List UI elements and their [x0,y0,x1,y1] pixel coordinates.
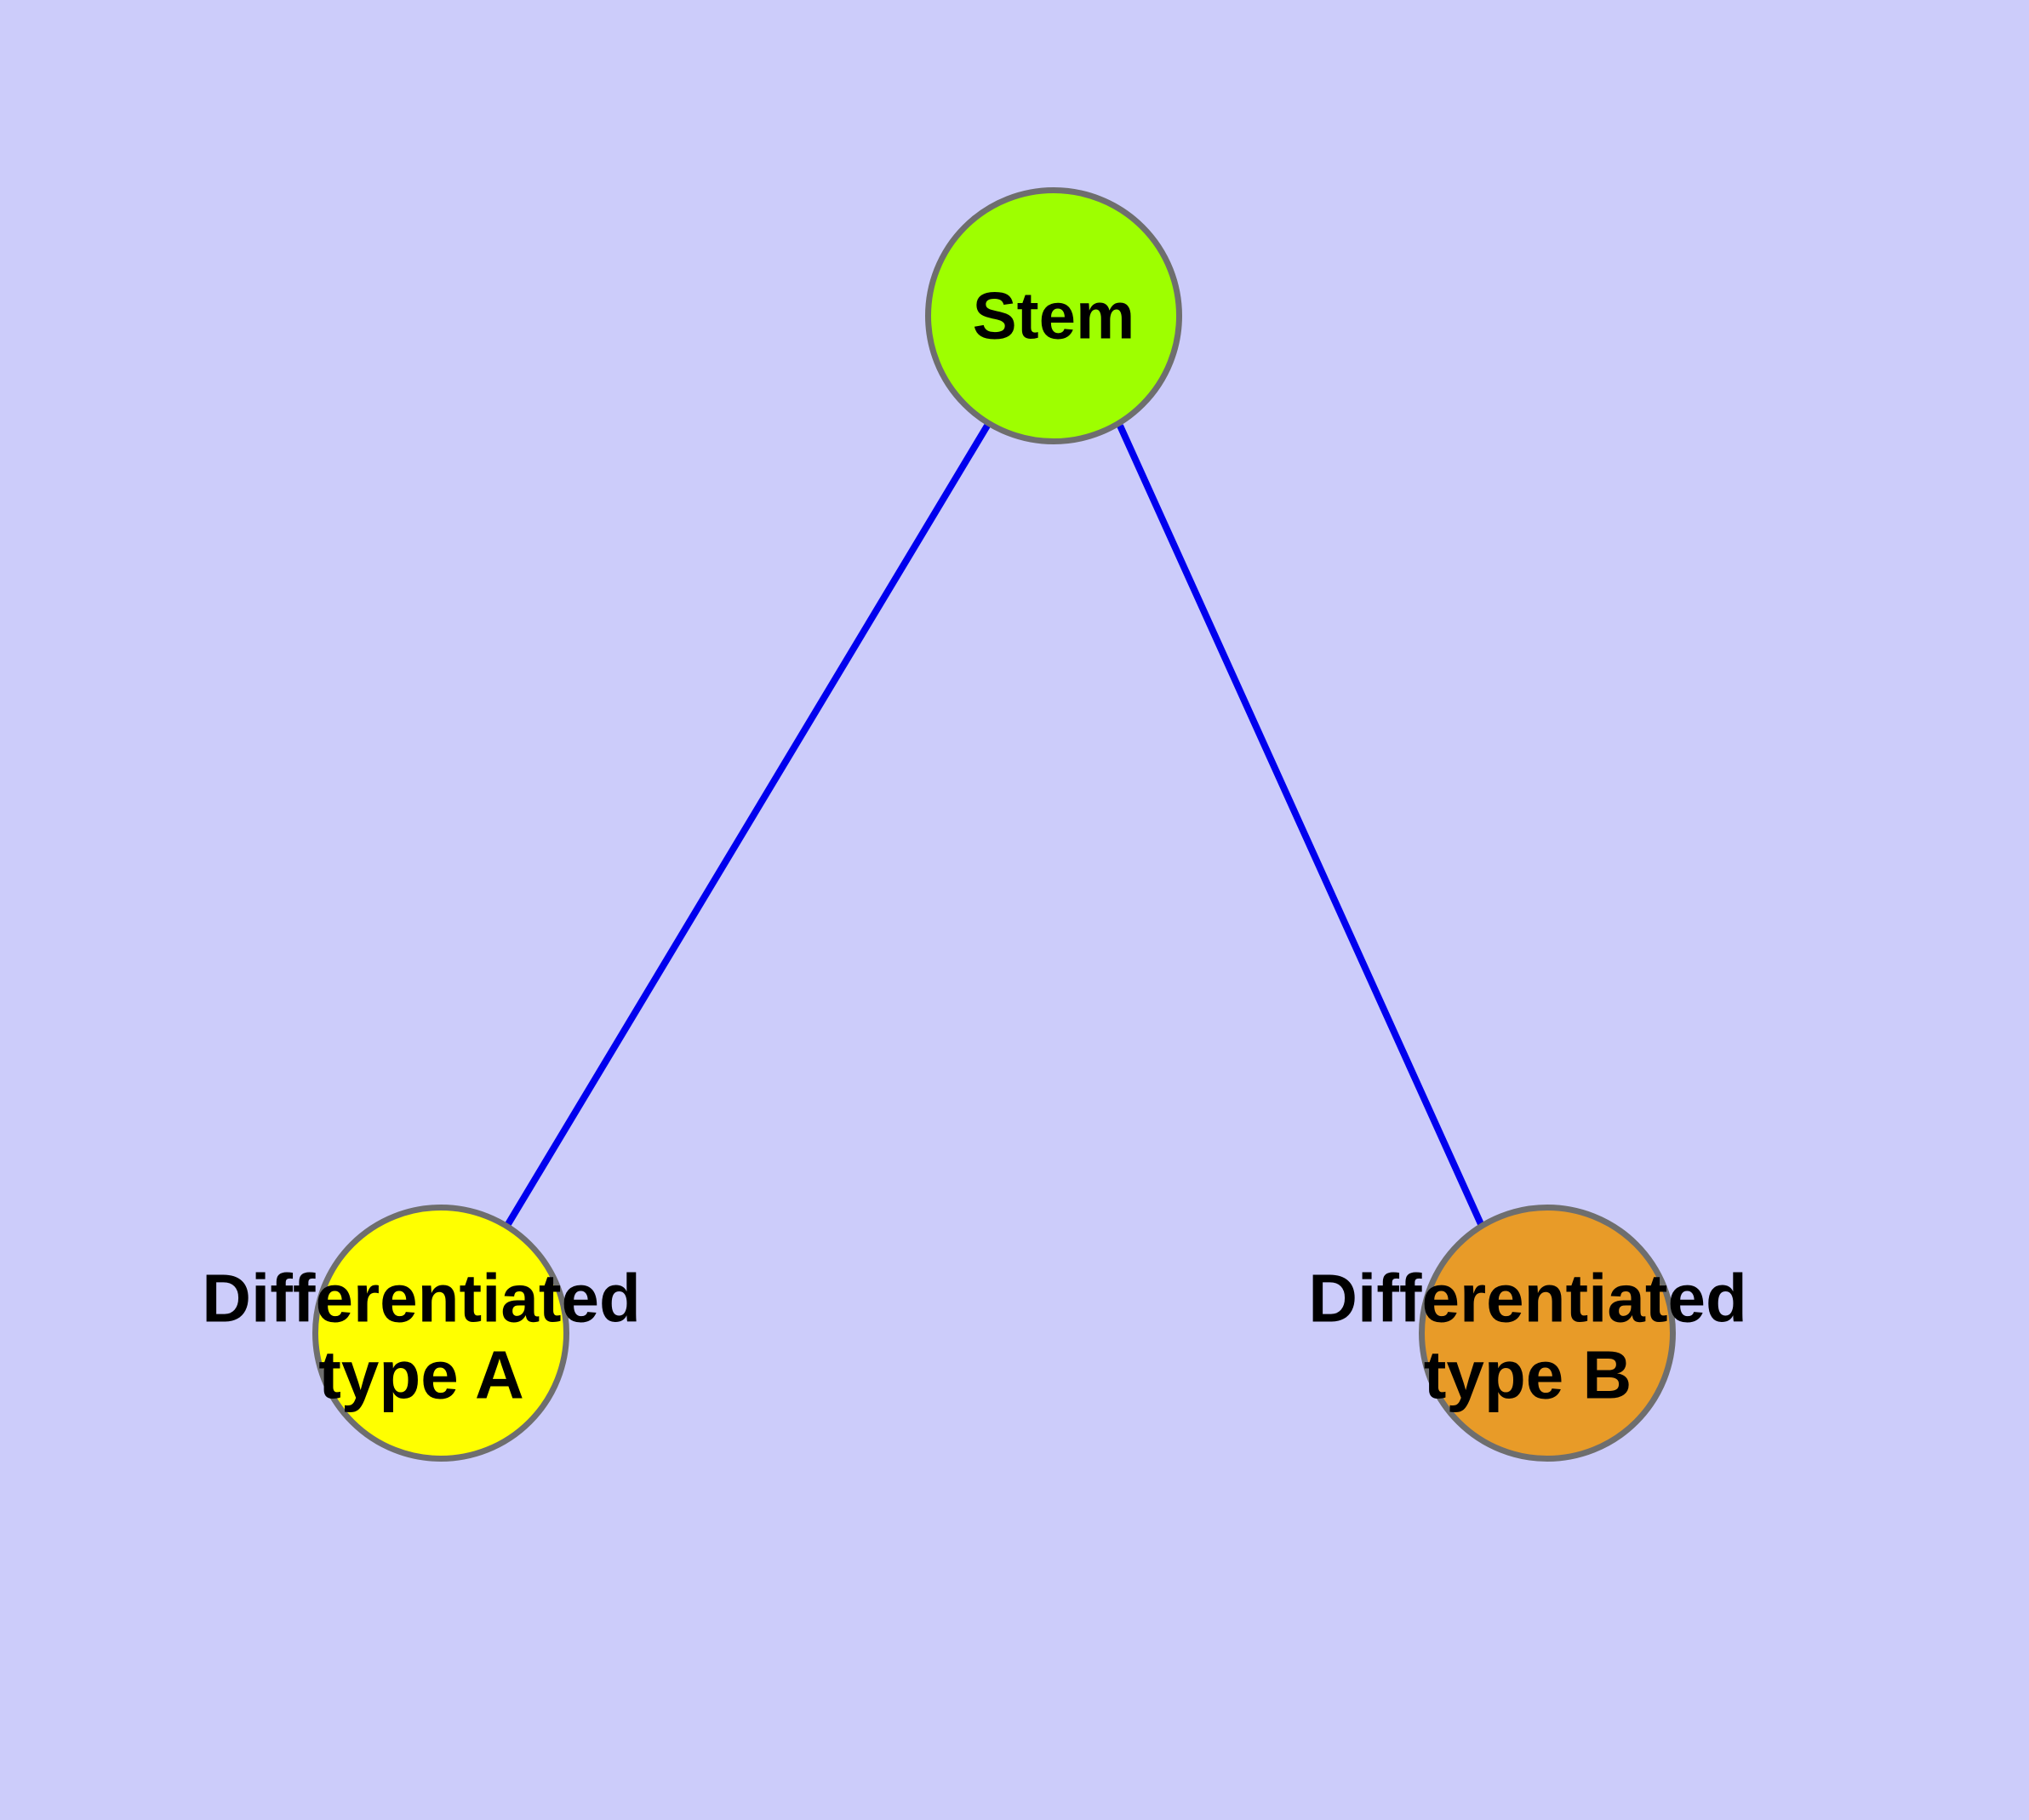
node-diff-a[interactable] [312,1205,569,1462]
node-layer [312,187,1676,1462]
node-diff-b[interactable] [1419,1205,1676,1462]
edge-layer [505,423,1484,1227]
node-stem[interactable] [925,187,1182,444]
edge-stem-to-diff-a[interactable] [505,423,991,1227]
edge-stem-to-diff-b[interactable] [1117,424,1484,1226]
